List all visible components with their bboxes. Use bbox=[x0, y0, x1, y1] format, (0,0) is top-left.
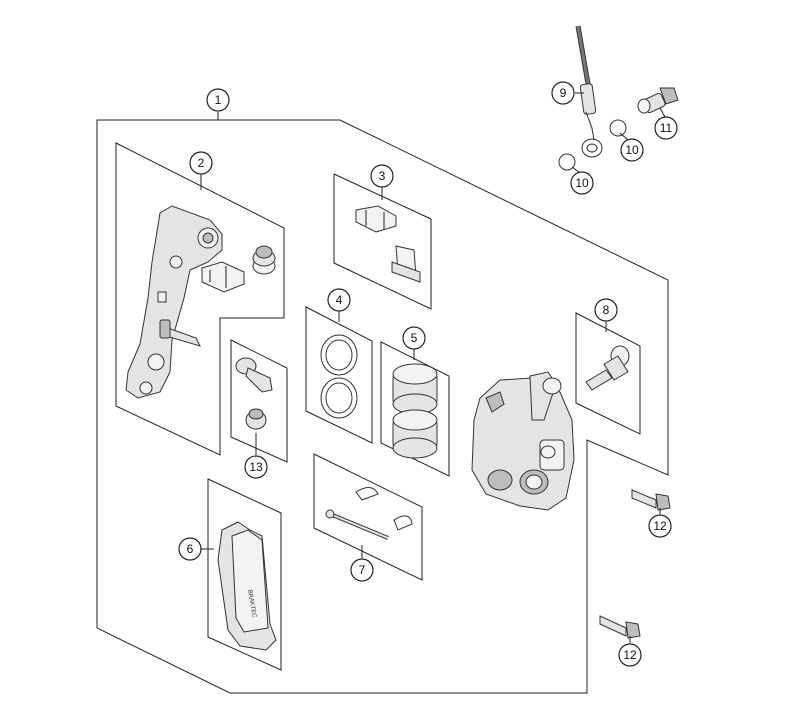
callout-8: 8 bbox=[594, 298, 618, 322]
brake-pads-6: BRAKTEC bbox=[217, 521, 277, 651]
pad-spring-2 bbox=[201, 261, 245, 293]
pad-spring-3 bbox=[355, 205, 397, 233]
piston-seals-4 bbox=[320, 334, 358, 419]
callout-7: 7 bbox=[350, 558, 374, 582]
washer-10b bbox=[558, 153, 576, 171]
pin-clip-7a bbox=[355, 487, 379, 501]
group-frame-13 bbox=[230, 339, 288, 463]
svg-text:11: 11 bbox=[660, 121, 673, 135]
group-frame-3 bbox=[333, 173, 432, 310]
callout-6: 6 bbox=[178, 537, 202, 561]
svg-text:13: 13 bbox=[249, 460, 263, 474]
svg-text:9: 9 bbox=[560, 86, 567, 100]
caliper-body bbox=[471, 371, 575, 511]
svg-text:4: 4 bbox=[336, 293, 343, 307]
group-frame-6 bbox=[207, 478, 282, 671]
callout-13: 13 bbox=[244, 455, 268, 479]
retaining-clip-3 bbox=[391, 245, 421, 283]
group-frame-7 bbox=[313, 453, 423, 581]
callout-11: 11 bbox=[654, 116, 678, 140]
callout-4: 4 bbox=[327, 288, 351, 312]
svg-text:7: 7 bbox=[359, 563, 366, 577]
caliper-bracket bbox=[125, 205, 223, 399]
brake-hose-9 bbox=[575, 25, 603, 158]
boot-13 bbox=[245, 408, 267, 430]
callout-5: 5 bbox=[402, 326, 426, 350]
callout-10b: 10 bbox=[570, 171, 594, 195]
group-frame-2 bbox=[115, 142, 285, 456]
assembly-frame-1 bbox=[96, 119, 669, 694]
svg-text:12: 12 bbox=[653, 519, 667, 533]
callout-9: 9 bbox=[551, 81, 575, 105]
pad-pin-7 bbox=[325, 509, 389, 540]
svg-text:2: 2 bbox=[198, 156, 205, 170]
callout-12b: 12 bbox=[618, 643, 642, 667]
pin-clip-7b bbox=[393, 515, 413, 531]
svg-text:10: 10 bbox=[575, 176, 589, 190]
svg-text:8: 8 bbox=[603, 303, 610, 317]
dust-boot bbox=[252, 245, 276, 275]
svg-text:6: 6 bbox=[187, 542, 194, 556]
group-frame-8 bbox=[575, 312, 641, 435]
svg-text:BRAKTEC: BRAKTEC bbox=[246, 589, 257, 619]
washer-10a bbox=[609, 119, 627, 137]
callout-2: 2 bbox=[189, 151, 213, 175]
svg-text:3: 3 bbox=[379, 169, 386, 183]
mounting-bolt-12b bbox=[599, 615, 641, 639]
svg-text:1: 1 bbox=[215, 93, 222, 107]
group-frame-5 bbox=[380, 341, 450, 477]
bleed-valve-8 bbox=[585, 345, 630, 391]
svg-text:10: 10 bbox=[625, 143, 639, 157]
banjo-bolt-11 bbox=[637, 87, 679, 114]
slide-pin-13 bbox=[235, 357, 273, 393]
svg-text:12: 12 bbox=[623, 648, 637, 662]
callout-10a: 10 bbox=[620, 138, 644, 162]
mounting-bolt-12a bbox=[631, 489, 671, 511]
callout-3: 3 bbox=[370, 164, 394, 188]
callout-12a: 12 bbox=[648, 514, 672, 538]
callout-1: 1 bbox=[206, 88, 230, 112]
pistons-5 bbox=[392, 363, 438, 459]
svg-text:5: 5 bbox=[411, 331, 418, 345]
group-frame-4 bbox=[305, 306, 373, 444]
